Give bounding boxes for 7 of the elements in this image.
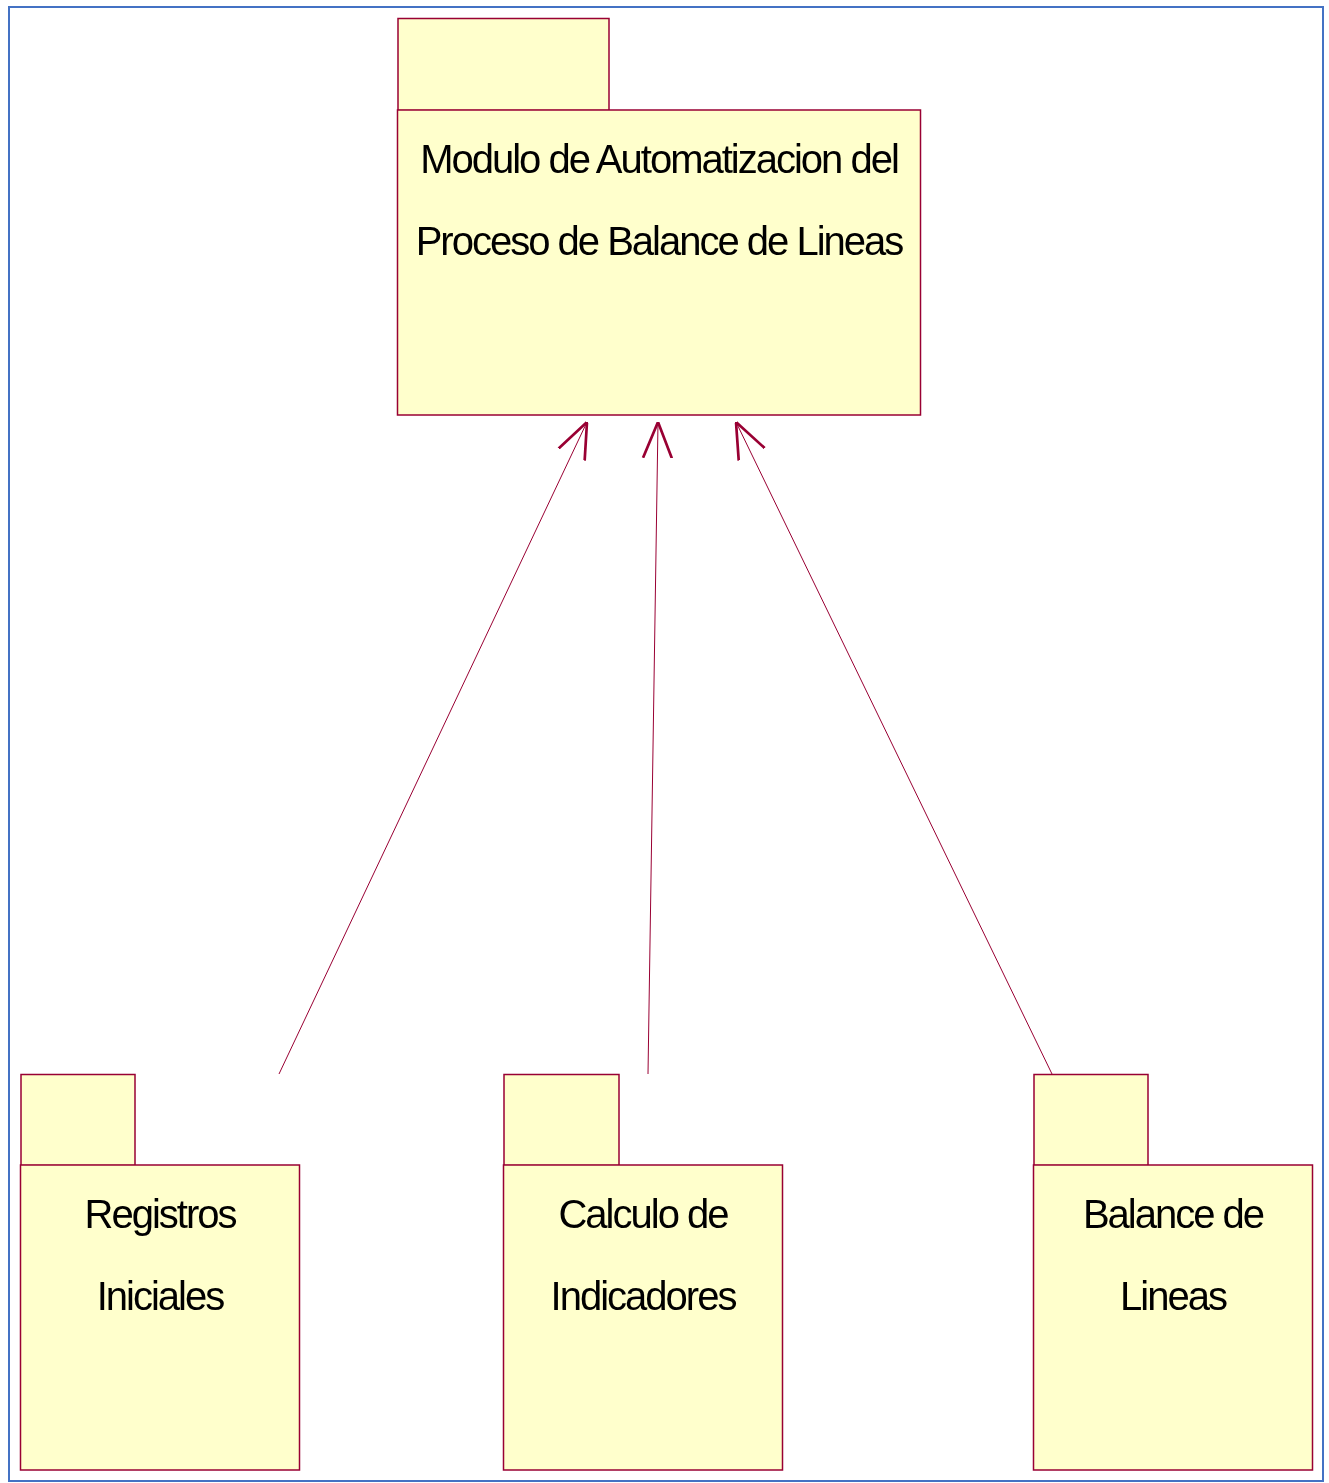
dependency-arrow — [278, 420, 589, 1075]
package-label: Balance de Lineas — [1081, 1191, 1265, 1320]
dependency-arrow — [734, 420, 1053, 1075]
dependency-arrow — [641, 420, 674, 1075]
package-label: Modulo de Automatizacion del Proceso de Balance de Lineas — [414, 136, 904, 265]
package-label: Calculo de Indicadores — [549, 1191, 737, 1320]
package-label: Registros Iniciales — [83, 1191, 237, 1320]
